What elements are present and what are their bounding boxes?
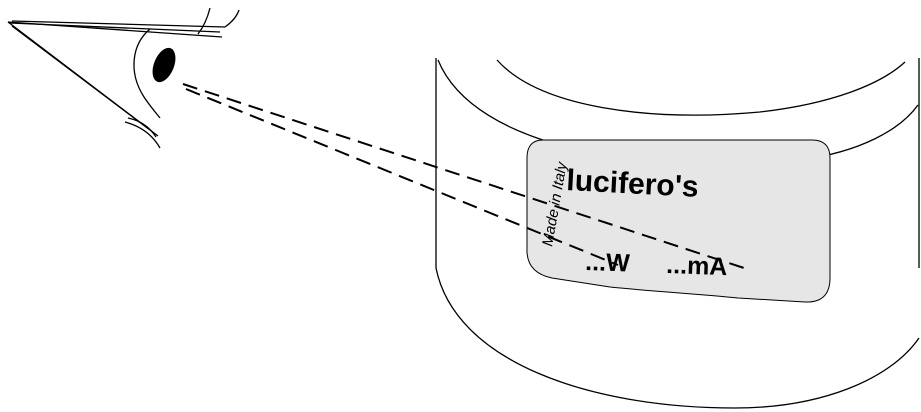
sight-lines xyxy=(182,83,745,269)
lower-lash-curve-2 xyxy=(127,117,157,138)
sight-line-top xyxy=(182,83,745,269)
eyebrow-line xyxy=(224,9,240,28)
eye-icon xyxy=(7,7,240,149)
sight-line-bottom xyxy=(185,88,619,266)
power-rating-text: ...W xyxy=(585,248,631,278)
pupil xyxy=(152,47,176,83)
current-rating-text: ...mA xyxy=(666,251,728,281)
upper-eyelid-line-2 xyxy=(9,22,221,33)
label-background xyxy=(526,139,831,303)
lower-eyelid-line-2 xyxy=(11,25,151,131)
cylinder-rim-inner xyxy=(496,59,906,116)
eyelid-fold xyxy=(11,20,226,28)
eye-contour xyxy=(133,28,161,119)
cylinder-bottom-curve xyxy=(435,267,920,409)
label-plate: lucifero's Made in Italy ...W ...mA xyxy=(526,139,831,303)
brand-text: lucifero's xyxy=(566,164,700,204)
brow-line-2 xyxy=(197,7,211,35)
lower-lash-curve xyxy=(124,121,161,149)
